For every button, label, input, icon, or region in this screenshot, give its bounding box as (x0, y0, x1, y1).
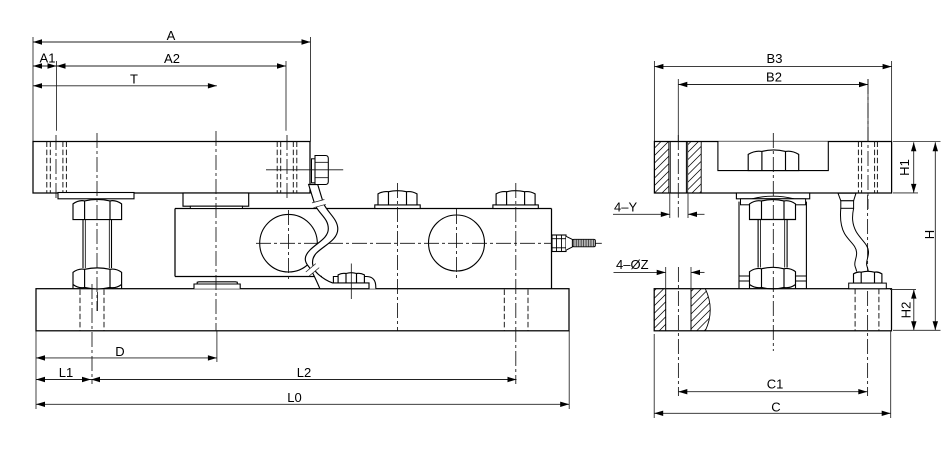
svg-text:T: T (130, 72, 138, 87)
svg-text:L2: L2 (297, 365, 311, 380)
svg-text:L1: L1 (59, 365, 73, 380)
svg-text:L0: L0 (287, 390, 301, 405)
svg-text:A1: A1 (40, 51, 56, 66)
svg-text:D: D (115, 344, 124, 359)
svg-text:A: A (167, 28, 176, 43)
svg-text:A2: A2 (164, 51, 180, 66)
svg-text:C: C (771, 400, 780, 415)
svg-text:4–ØZ: 4–ØZ (616, 257, 649, 272)
svg-text:C1: C1 (767, 377, 784, 392)
svg-text:B2: B2 (766, 70, 782, 85)
svg-text:B3: B3 (767, 51, 783, 66)
svg-text:H1: H1 (897, 159, 912, 176)
svg-text:H2: H2 (899, 302, 914, 319)
svg-text:4–Y: 4–Y (614, 200, 637, 215)
svg-text:H: H (922, 230, 937, 239)
